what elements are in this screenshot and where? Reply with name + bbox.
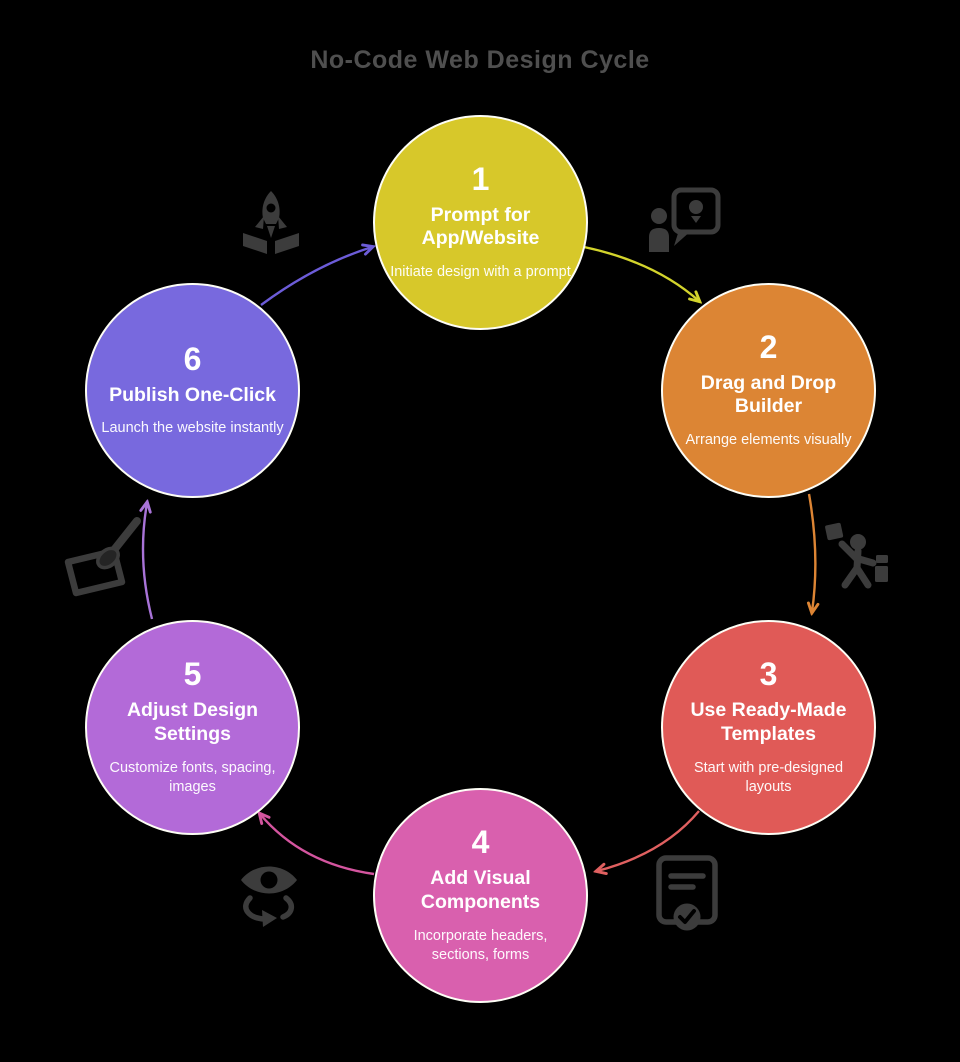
- step-description: Arrange elements visually: [685, 432, 852, 449]
- step-title: Publish One-Click: [109, 383, 276, 406]
- step-number: 6: [183, 340, 202, 377]
- step-node-4: 4 Add Visual Components Incorporate head…: [373, 788, 588, 1003]
- arrow-step4-to-step5: [260, 814, 375, 876]
- eye-rotate-icon: [241, 866, 297, 927]
- step-node-3: 3 Use Ready-Made Templates Start with pr…: [661, 620, 876, 835]
- step-title: Adjust Design Settings: [126, 699, 259, 745]
- step-number: 5: [183, 656, 202, 693]
- step-description: Customize fonts, spacing, images: [109, 759, 276, 795]
- arrow-step2-to-step3: [809, 493, 815, 612]
- arrow-step3-to-step4: [597, 810, 700, 871]
- arrow-step5-to-step6: [143, 503, 154, 620]
- step-node-1: 1 Prompt for App/Website Initiate design…: [373, 115, 588, 330]
- step-number: 4: [471, 824, 490, 861]
- step-description: Launch the website instantly: [101, 420, 284, 437]
- step-node-5: 5 Adjust Design Settings Customize fonts…: [85, 620, 300, 835]
- step-description: Initiate design with a prompt: [390, 264, 571, 281]
- step-description: Incorporate headers, sections, forms: [413, 927, 548, 963]
- page-title: No-Code Web Design Cycle: [310, 46, 650, 74]
- paint-canvas-icon: [64, 517, 141, 597]
- rocket-launch-icon: [243, 191, 299, 254]
- user-building-blocks-icon: [825, 522, 888, 589]
- step-description: Start with pre-designed layouts: [693, 759, 844, 795]
- step-number: 2: [759, 328, 778, 365]
- arrow-step6-to-step1: [260, 247, 372, 306]
- arrow-step1-to-step2: [583, 245, 699, 301]
- step-node-2: 2 Drag and Drop Builder Arrange elements…: [661, 283, 876, 498]
- step-title: Drag and Drop Builder: [700, 371, 837, 418]
- step-number: 1: [471, 160, 490, 197]
- step-node-6: 6 Publish One-Click Launch the website i…: [85, 283, 300, 498]
- document-check-icon: [656, 855, 718, 931]
- step-title: Add Visual Components: [420, 867, 541, 913]
- user-idea-speech-icon: [649, 187, 721, 252]
- step-title: Prompt for App/Website: [421, 203, 540, 250]
- step-title: Use Ready-Made Templates: [690, 699, 847, 745]
- step-number: 3: [759, 656, 778, 693]
